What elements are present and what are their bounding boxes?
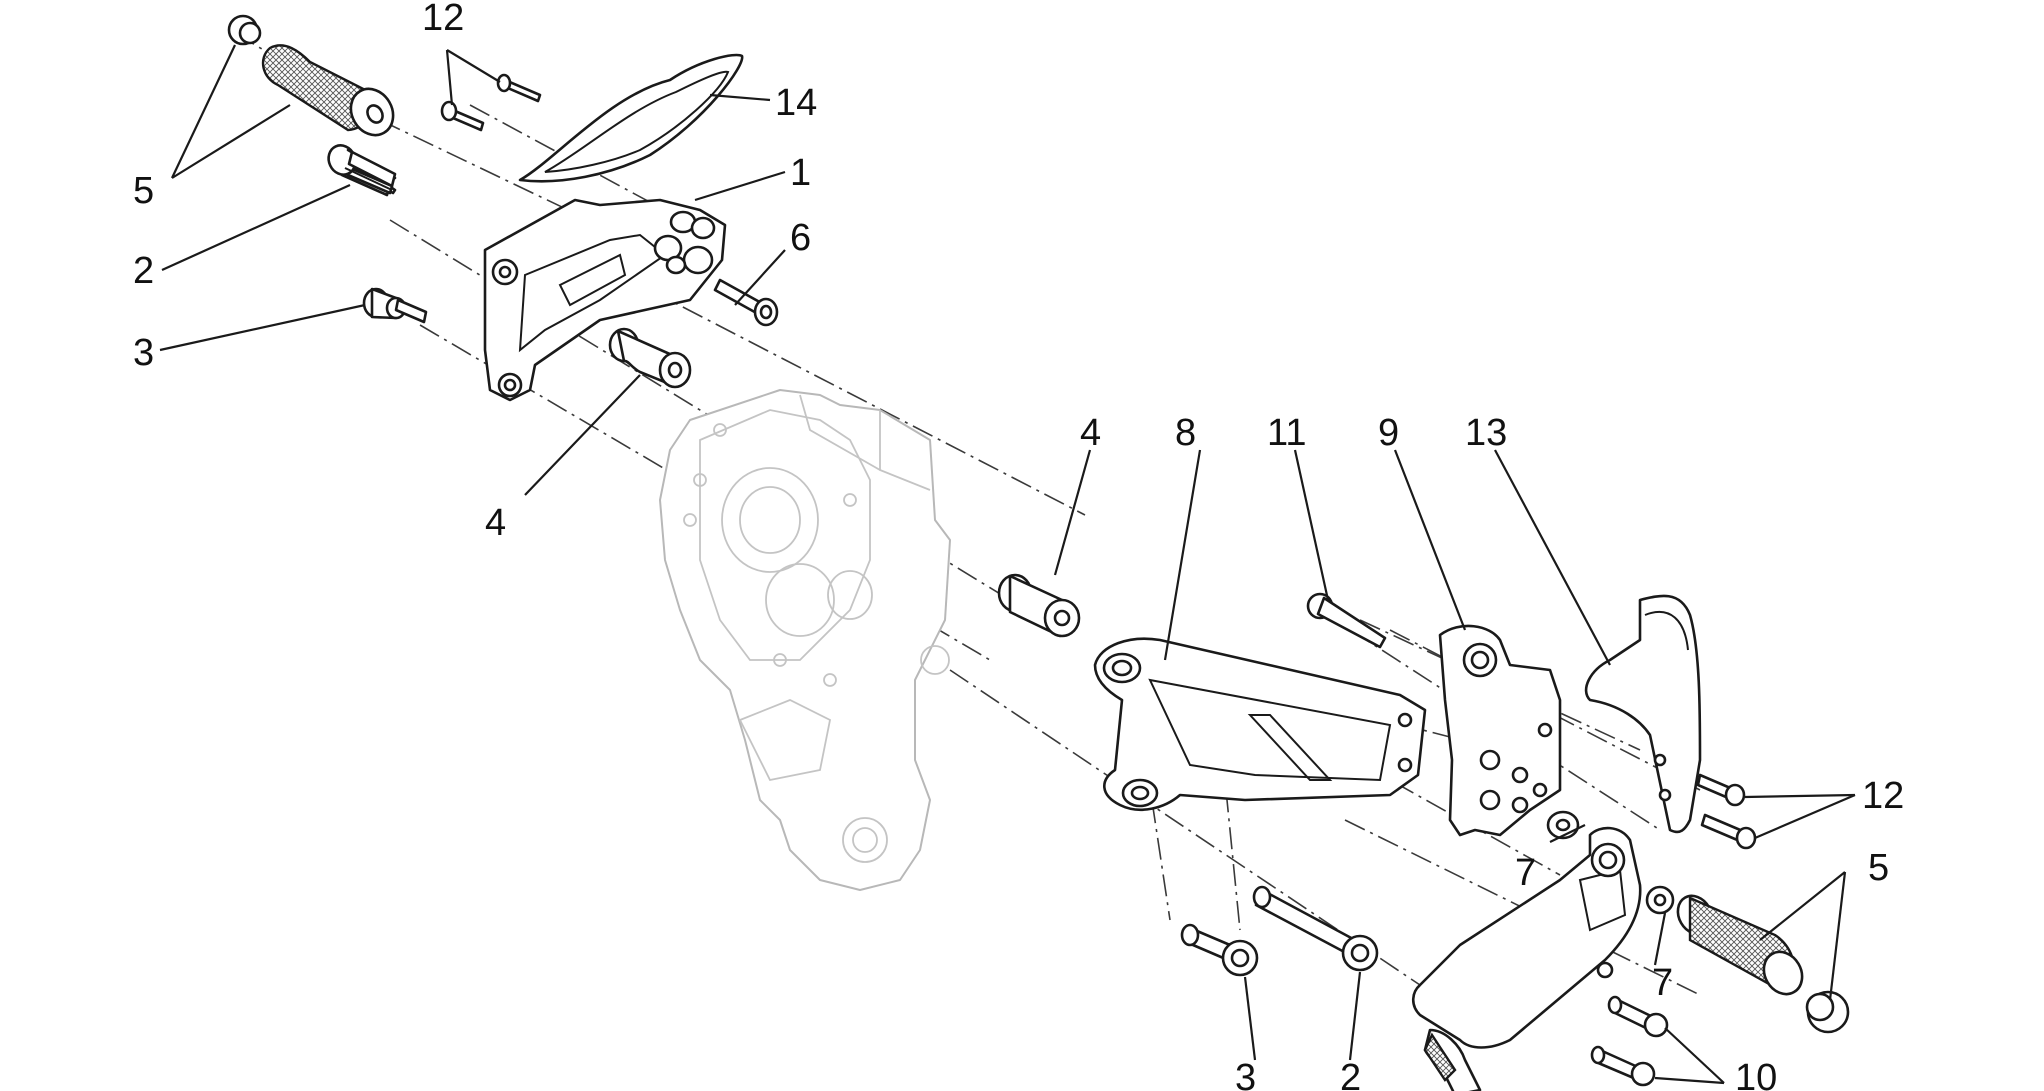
part-7-washer-a [1546, 810, 1580, 840]
part-12-screws-lower [1696, 773, 1757, 850]
part-6-screw [713, 278, 779, 327]
callout-8: 8 [1175, 412, 1196, 454]
callout-12-upper: 12 [422, 0, 464, 39]
part-9-plate [1438, 624, 1562, 837]
callout-3-upper: 3 [133, 332, 154, 374]
callout-2-lower: 2 [1340, 1057, 1361, 1091]
part-7-washer-b [1645, 885, 1675, 915]
part-14-heel-guard [518, 53, 744, 183]
callout-1: 1 [790, 152, 811, 194]
part-2-bolt-shaft-upper [347, 150, 397, 188]
part-3-bolt-upper [362, 287, 428, 324]
part-4-spacer-upper [608, 327, 692, 389]
gear-lever [1411, 826, 1642, 1091]
part-5-cap-lower [1805, 990, 1850, 1034]
callout-14: 14 [775, 82, 817, 124]
callout-6: 6 [790, 217, 811, 259]
part-13-heel-guard [1584, 594, 1702, 834]
part-11-screw [1306, 592, 1387, 649]
callout-5-upper: 5 [133, 170, 154, 212]
part-12-screws-upper [440, 73, 542, 132]
part-5-cap-upper [227, 14, 262, 46]
part-3-bolt-lower [1180, 923, 1259, 977]
part-5-footpeg-lower [1676, 894, 1804, 996]
callout-9: 9 [1378, 412, 1399, 454]
callout-7-b: 7 [1652, 962, 1673, 1004]
engine-case [659, 389, 951, 891]
callout-13: 13 [1465, 412, 1507, 454]
callout-11: 11 [1267, 412, 1306, 454]
callout-4-upper: 4 [485, 502, 506, 544]
part-8-bracket-lower [1093, 637, 1427, 812]
part-5-footpeg-upper [261, 44, 395, 137]
part-10-screws [1590, 995, 1669, 1087]
callout-7-a: 7 [1515, 852, 1536, 894]
callout-10: 10 [1735, 1057, 1777, 1091]
part-2-long-bolt-lower [1252, 885, 1379, 972]
callout-4-lower: 4 [1080, 412, 1101, 454]
callout-numbers: 12 14 5 1 6 2 3 4 4 8 11 9 13 12 7 5 7 1… [133, 0, 1904, 1091]
part-1-bracket-upper [483, 198, 727, 402]
callout-12-lower: 12 [1862, 775, 1904, 817]
leader-lines [159, 44, 1856, 1085]
callout-3-lower: 3 [1235, 1057, 1256, 1091]
assembly-axes [234, 32, 1701, 996]
part-4-spacer-lower [997, 573, 1081, 638]
callout-2-upper: 2 [133, 250, 154, 292]
callout-5-lower: 5 [1868, 847, 1889, 889]
